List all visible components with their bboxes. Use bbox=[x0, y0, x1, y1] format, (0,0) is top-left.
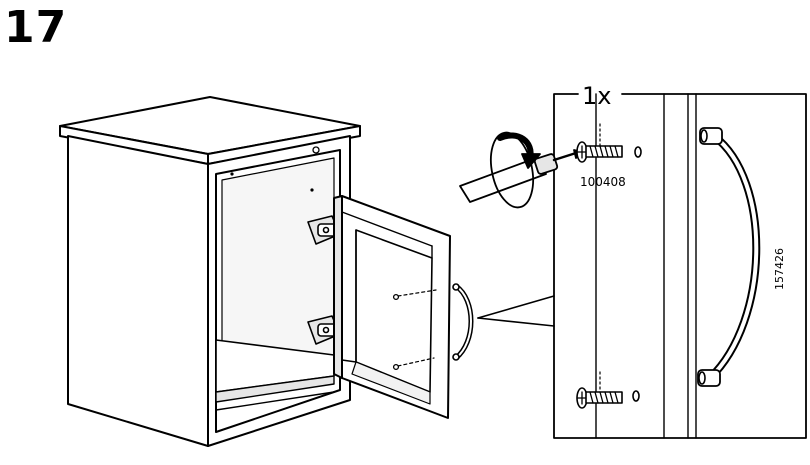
quantity-label: 1x bbox=[582, 82, 611, 110]
screw-top bbox=[577, 142, 641, 162]
step-number: 17 bbox=[4, 4, 67, 52]
cabinet bbox=[60, 97, 360, 446]
cabinet-left-side bbox=[68, 136, 208, 446]
handle-detail bbox=[698, 128, 756, 386]
screw-part-number: 100408 bbox=[580, 175, 626, 189]
door bbox=[334, 196, 450, 418]
callout-leader bbox=[478, 296, 554, 326]
screw-bottom bbox=[577, 388, 639, 408]
screwdriver bbox=[460, 150, 582, 202]
handle-part-number: 157426 bbox=[773, 248, 786, 290]
door-edge bbox=[334, 196, 342, 378]
door-handle bbox=[453, 284, 471, 360]
